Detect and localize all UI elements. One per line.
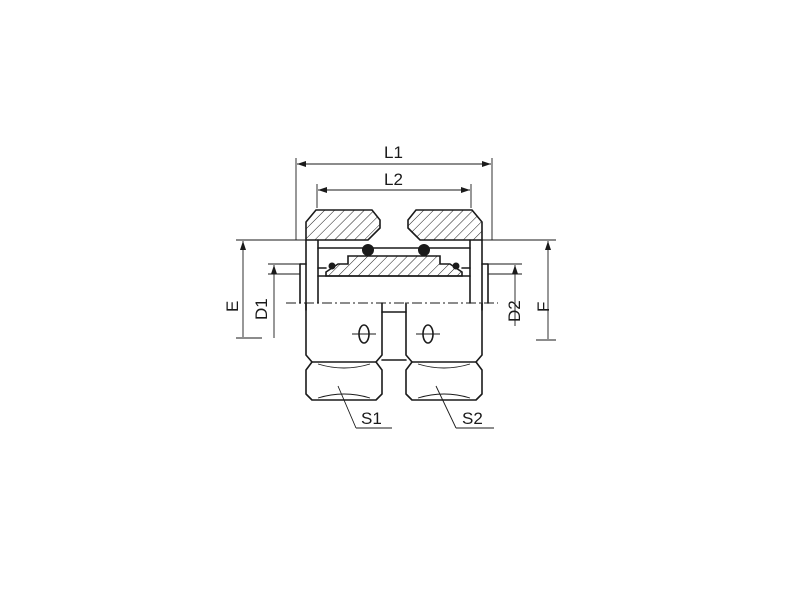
hex-nut-left — [305, 361, 383, 401]
seal-ball-right — [418, 244, 430, 256]
label-f: F — [534, 302, 553, 312]
dimension-e: E — [223, 239, 318, 339]
leader-s2: S2 — [435, 385, 494, 429]
dimension-l1: L1 — [295, 143, 493, 240]
body-outside-view — [305, 302, 483, 363]
o-ring-right — [452, 262, 460, 270]
label-l1: L1 — [384, 143, 403, 162]
leader-s1: S1 — [337, 385, 392, 429]
label-l2: L2 — [384, 170, 403, 189]
body-section — [317, 244, 471, 277]
left-nut-section — [299, 209, 381, 311]
dimension-d2: D2 — [488, 263, 524, 326]
label-s1: S1 — [361, 409, 382, 428]
label-s2: S2 — [462, 409, 483, 428]
label-e: E — [223, 301, 242, 312]
seal-ball-left — [362, 244, 374, 256]
dimension-d1: D1 — [252, 263, 300, 338]
label-d1: D1 — [252, 298, 271, 320]
label-d2: D2 — [505, 300, 524, 322]
right-nut-section — [407, 209, 489, 311]
dimension-l2: L2 — [316, 170, 472, 208]
o-ring-left — [328, 262, 336, 270]
dimension-f: F — [470, 239, 556, 341]
hex-nut-right — [405, 361, 483, 401]
